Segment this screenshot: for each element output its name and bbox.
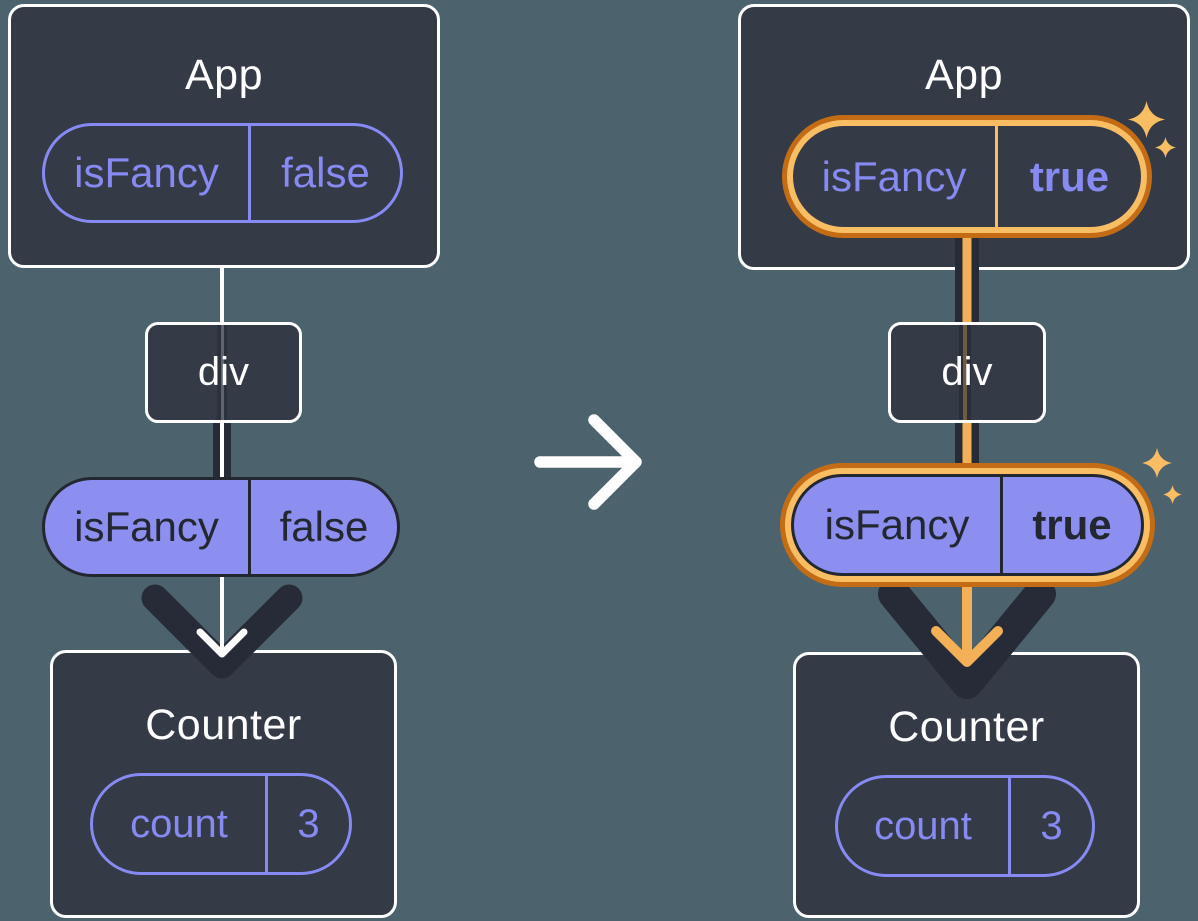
- pill-divider: [1000, 477, 1003, 573]
- pill-divider: [995, 126, 998, 227]
- state-value: 3: [1040, 803, 1063, 848]
- state-name: count: [130, 801, 228, 846]
- element-label: div: [941, 350, 993, 394]
- state-pill-count: count 3: [90, 773, 352, 875]
- pill-divider: [1008, 778, 1011, 874]
- prop-pill-isFancy: isFancy false: [42, 477, 400, 577]
- state-value: false: [281, 149, 370, 196]
- state-name: isFancy: [74, 149, 219, 196]
- prop-name: isFancy: [824, 501, 970, 548]
- prop-flow-line: [955, 421, 979, 478]
- arrow-down-icon: [878, 569, 1056, 699]
- arrow-down-icon: [141, 573, 303, 679]
- sparkle-icon: [1155, 137, 1176, 158]
- prop-value: false: [279, 503, 369, 550]
- state-name: count: [874, 803, 972, 848]
- state-value: true: [1029, 152, 1110, 200]
- div-element-chip: div: [145, 322, 302, 423]
- sparkle-icon: [1142, 448, 1172, 478]
- pill-divider: [248, 480, 251, 574]
- pill-divider: [248, 126, 251, 220]
- state-pill-count: count 3: [835, 775, 1095, 877]
- state-pill-isFancy-highlighted: isFancy true: [793, 126, 1141, 227]
- component-title: App: [184, 51, 263, 99]
- sparkle-icon: [1163, 485, 1182, 504]
- arrow-right-icon: [534, 414, 642, 510]
- tree-edge-line: [220, 266, 224, 324]
- state-pill-isFancy: isFancy false: [42, 123, 403, 223]
- state-value: 3: [297, 801, 320, 846]
- element-label: div: [197, 350, 250, 394]
- div-element-chip: div: [888, 322, 1046, 423]
- component-title: App: [924, 51, 1003, 99]
- flow-line-behind: [959, 325, 971, 420]
- prop-flow-line: [955, 230, 979, 324]
- flow-line-behind: [217, 325, 227, 420]
- prop-pill-isFancy-highlighted: isFancy true: [791, 474, 1144, 576]
- component-title: Counter: [145, 701, 302, 749]
- prop-flow-line: [213, 423, 231, 480]
- sparkle-icon: [1128, 101, 1165, 138]
- state-name: isFancy: [821, 152, 967, 200]
- prop-value: true: [1032, 501, 1112, 548]
- prop-name: isFancy: [74, 503, 219, 550]
- pill-divider: [265, 776, 268, 872]
- component-title: Counter: [888, 703, 1045, 751]
